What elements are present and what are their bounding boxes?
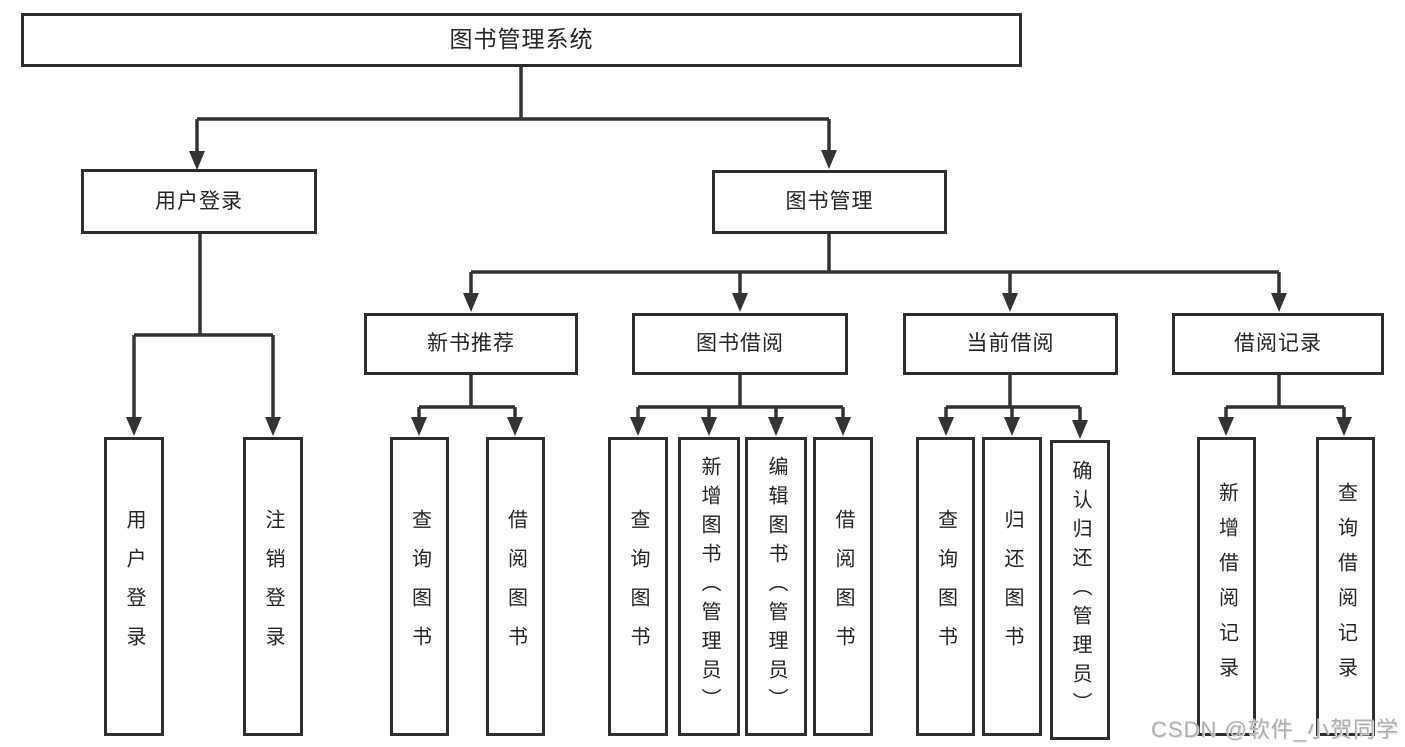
leaf-user-login: 用户登录 (104, 437, 164, 736)
leaf-borrow-borrow-books: 借阅图书 (813, 437, 873, 736)
node-borrowing-records: 借阅记录 (1172, 313, 1384, 375)
leaf-borrow-add-books-admin: 新增图书（管理员） (678, 437, 740, 736)
node-current-borrowing: 当前借阅 (903, 313, 1118, 375)
leaf-current-query-books: 查询图书 (916, 437, 975, 736)
node-book-borrowing: 图书借阅 (632, 313, 848, 375)
leaf-newrec-query-books: 查询图书 (390, 437, 449, 736)
arrowhead-icons (126, 150, 1352, 439)
leaf-current-confirm-return-admin: 确认归还（管理员） (1050, 440, 1110, 740)
leaf-borrow-query-books: 查询图书 (608, 437, 668, 736)
leaf-records-query-record: 查询借阅记录 (1316, 437, 1375, 736)
leaf-records-add-record: 新增借阅记录 (1197, 437, 1256, 736)
leaf-newrec-borrow-books: 借阅图书 (486, 437, 545, 736)
leaf-borrow-edit-books-admin: 编辑图书（管理员） (745, 437, 807, 736)
leaf-current-return-books: 归还图书 (982, 437, 1042, 736)
node-book-management: 图书管理 (712, 170, 947, 234)
leaf-logout: 注销登录 (243, 437, 303, 736)
node-user-login: 用户登录 (81, 169, 317, 234)
node-new-book-recommend: 新书推荐 (364, 313, 578, 375)
watermark-text: CSDN @软件_小贺同学 (1150, 717, 1399, 742)
node-library-system: 图书管理系统 (21, 13, 1022, 67)
